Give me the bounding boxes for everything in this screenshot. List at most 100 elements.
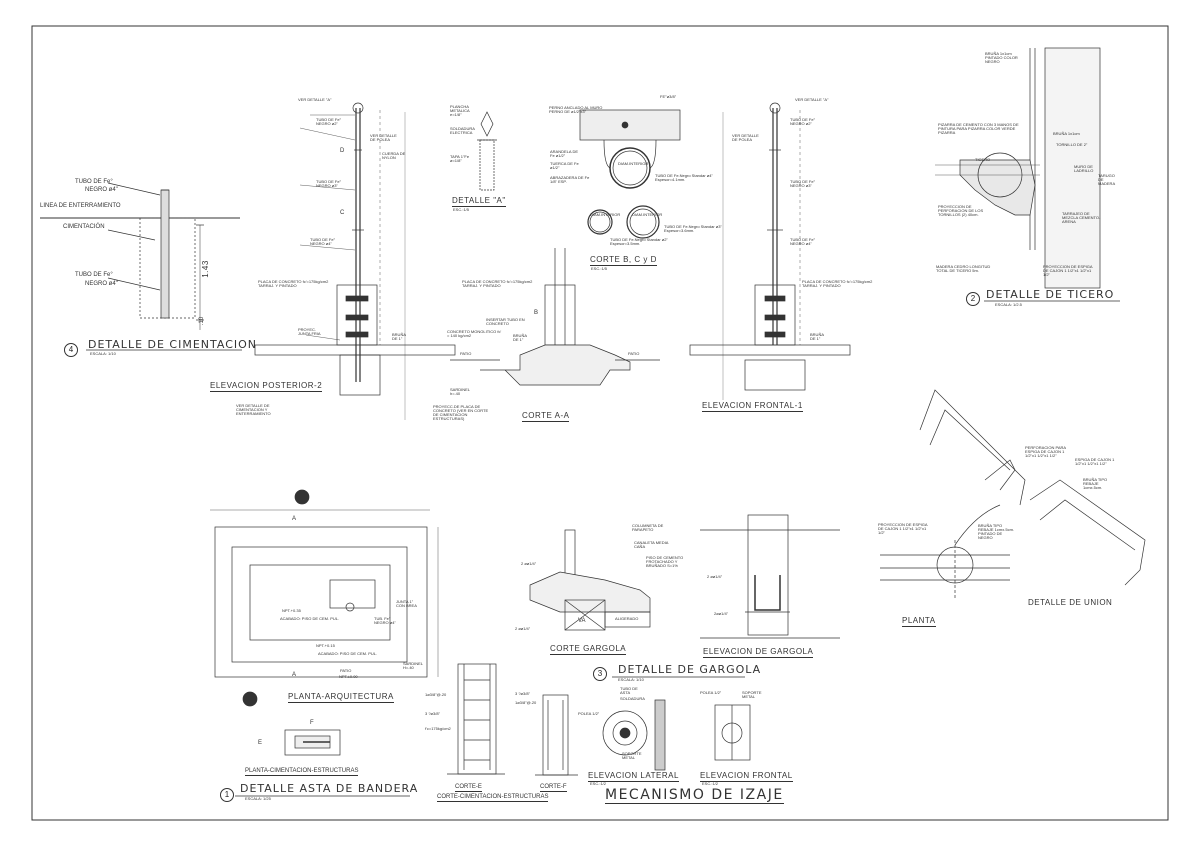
ep-title: ELEVACION POSTERIOR-2	[210, 381, 323, 392]
t-l7: TARUGO DE MADERA	[1098, 173, 1116, 186]
pa-patio: PATIO	[340, 668, 352, 673]
t-l6: MURO DE LADRILLO	[1074, 164, 1094, 173]
ep-tubo4: TUBO DE Fe° NEGRO ø4"	[310, 237, 336, 246]
iz-l5: POLEA 1/2"	[700, 690, 722, 695]
t-l2: PIZARRA DE CEMENTO CON 3 MANOS DE PINTUR…	[938, 122, 1019, 135]
bcd-di1: DIAM.INTERIOR	[618, 161, 649, 166]
iz-fro-title: ELEVACION FRONTAL	[700, 771, 793, 782]
cg-l1: COLUMNETA DE PARAPETO	[632, 523, 664, 532]
u-l2: ESPIGA DE CAJON 1 1/2"x1 1/2"x1 1/2"	[1075, 457, 1115, 466]
ce-l3: f'c=175kg/cm2	[425, 726, 451, 731]
det2-title: DETALLE DE TICERO	[986, 288, 1115, 301]
ce-l1: 1ø3/8"@.20	[425, 692, 447, 697]
cim-dim-base: .10	[199, 316, 206, 326]
bcd-di2: DIAM.INTERIOR	[590, 212, 621, 217]
eg-title: ELEVACION DE GARGOLA	[703, 647, 814, 658]
cg-va: VA	[578, 618, 586, 624]
bcd-l4: ABRAZADERA DE Fe 1/8" ESP.	[550, 175, 590, 184]
eg-l1: 2 øø1/4"	[707, 574, 723, 579]
bcd-l3: TUERCA DE Fe ø1/2"	[550, 161, 579, 170]
cf-l2: 1ø3/8"@.20	[515, 700, 537, 705]
pc-e: E	[258, 740, 263, 746]
t-l4: TORNILLO DE 2"	[1056, 142, 1088, 147]
cim-label-tubo1: TUBO DE Fe°	[75, 179, 113, 185]
aa-b: B	[534, 310, 539, 316]
bcd-l7: TUBO DE Fe.Negro Standar ø3" Espesor=3.6…	[664, 224, 722, 233]
pa-tubo: TUB. Fe° NEGRO ø4"	[374, 616, 396, 625]
cim-label-cimentacion: CIMENTACIÓN	[63, 224, 105, 230]
cg-l3: PISO DE CEMENTO FROTACHADO Y BRUÑADO S=1…	[646, 555, 684, 568]
pa-title: PLANTA-ARQUITECTURA	[288, 692, 394, 703]
mecanismo-izaje	[602, 699, 751, 771]
det2-number-circle: 2	[966, 292, 980, 306]
ef-tubo3: TUBO DE Fe° NEGRO ø3"	[790, 179, 816, 188]
det1-title: DETALLE ASTA DE BANDERA	[240, 782, 419, 795]
cimentacion-detail	[40, 182, 240, 330]
ep-ver-a: VER DETALLE "A"	[298, 97, 332, 102]
corte-bcd	[579, 109, 681, 239]
aa-title: CORTE A-A	[522, 411, 570, 422]
cg-l2: CANALETA MEDIA CAÑA	[634, 540, 669, 549]
union-detail	[880, 389, 1146, 600]
aa-patio2: PATIO	[628, 351, 640, 356]
ep-placa: PLACA DE CONCRETO fc'=175kg/cm2 TARRAJ. …	[258, 279, 329, 288]
ef-title: ELEVACION FRONTAL-1	[702, 401, 803, 412]
ce-title: CORTE-E	[455, 784, 482, 792]
bcd-l1: PERNO ANCLADO AL MURO PERNO DE ø1/2"x3"	[549, 105, 603, 114]
iz-l3: POLEA 1/2"	[578, 711, 600, 716]
cg-l5: 2 øø1/4"	[515, 626, 531, 631]
ep-tubo3: TUBO DE Fe° NEGRO ø3"	[316, 179, 342, 188]
planta-arquitectura	[210, 489, 439, 707]
corte-aa	[450, 248, 660, 386]
ep-vercim: VER DETALLE DE CIMENTACION Y ENTERRAMIEN…	[236, 403, 271, 416]
cim-label-tubo2: TUBO DE Fe°	[75, 272, 113, 278]
cf-l1: 3 ?ø3/8"	[515, 691, 530, 696]
ce-l2: 3 ?ø3/8"	[425, 711, 440, 716]
aa-concreto: CONCRETO MONOLITICO fc' = 140 kg/cm2	[447, 329, 502, 338]
pa-acab2: ACABADO: PISO DE CEM. PUL.	[318, 651, 378, 656]
ef-tubo4: TUBO DE Fe° NEGRO ø4"	[790, 237, 816, 246]
u-planta: PLANTA	[902, 616, 936, 627]
det1-number-circle: 1	[220, 788, 234, 802]
t-l5: TICERO	[975, 157, 991, 162]
pa-npt2: NPT.+0.15	[316, 643, 335, 648]
izaje-title: MECANISMO DE IZAJE	[605, 787, 784, 804]
u-l4: PROYECCION DE ESPIGA DE CAJON 1 1/2"x1 1…	[878, 522, 928, 535]
ef-tubo2: TUBO DE Fe° NEGRO ø2"	[790, 117, 816, 126]
bcd-l6: TUBO DE Fe.Negro Standar ø2" Espesor=3.5…	[610, 237, 668, 246]
ep-proyplaca: PROYECC.DE PLACA DE CONCRETO (VER EN COR…	[433, 404, 489, 421]
u-l5: BRUÑA TIPO REBAJE 1cmx.5cm. PINTADO DE N…	[978, 523, 1015, 540]
planta-cimentacion	[284, 729, 341, 756]
eg-l2: 2øø1/4"	[714, 611, 729, 616]
elevacion-frontal	[689, 102, 851, 400]
bcd-l5: TUBO DE Fe.Negro Standar ø4" Espesor=4.1…	[655, 173, 713, 182]
detA-l2: SOLDADURA ELECTRICA	[450, 126, 475, 135]
t-l10: PROYECCION DE ESPIGA DE CAJON 1 1/2"x1 1…	[1043, 264, 1093, 277]
ef-polea: VER DETALLE DE POLEA	[732, 133, 759, 142]
det4-number-circle: 4	[64, 343, 78, 357]
pa-a-bot: A	[292, 672, 297, 678]
ef-placa: PLACA DE CONCRETO fc'=175kg/cm2 TARRAJ. …	[802, 279, 873, 288]
t-l8: PROYECCION DE PERFORACION DE LOS TORNILL…	[938, 204, 984, 217]
detA-title: DETALLE "A"	[452, 196, 506, 207]
cim-label-negro1: NEGRO ø4"	[85, 187, 118, 193]
ef-brua: BRUÑA DE 1"	[810, 332, 824, 341]
pa-a-top: A	[292, 516, 297, 522]
cg-alig: ALIGERADO	[615, 616, 639, 621]
cim-dim-height: 1.43	[200, 260, 210, 278]
corte-gargola	[529, 529, 651, 631]
iz-lat-scale: ESC.:1/2	[590, 781, 607, 786]
corte-e-f	[447, 663, 578, 776]
cim-label-enterramiento: LINEA DE ENTERRAMIENTO	[40, 203, 121, 209]
elevacion-posterior	[254, 102, 456, 420]
aa-patio: PATIO	[460, 351, 472, 356]
det3-number-circle: 3	[593, 667, 607, 681]
ep-polea: VER DETALLE DE POLEA	[370, 133, 397, 142]
det3-scale: ESCALA: 1/10	[618, 677, 644, 682]
detA-l3: TAPA 1"Fe ø=1/8"	[450, 154, 470, 163]
ep-brua: BRUÑA DE 1"	[392, 332, 406, 341]
bcd-fe: FE°ø3/8"	[660, 94, 677, 99]
bcd-di3: DIAM.INTERIOR	[632, 212, 663, 217]
aa-insertar: INSERTAR TUBO EN CONCRETO	[486, 317, 525, 326]
